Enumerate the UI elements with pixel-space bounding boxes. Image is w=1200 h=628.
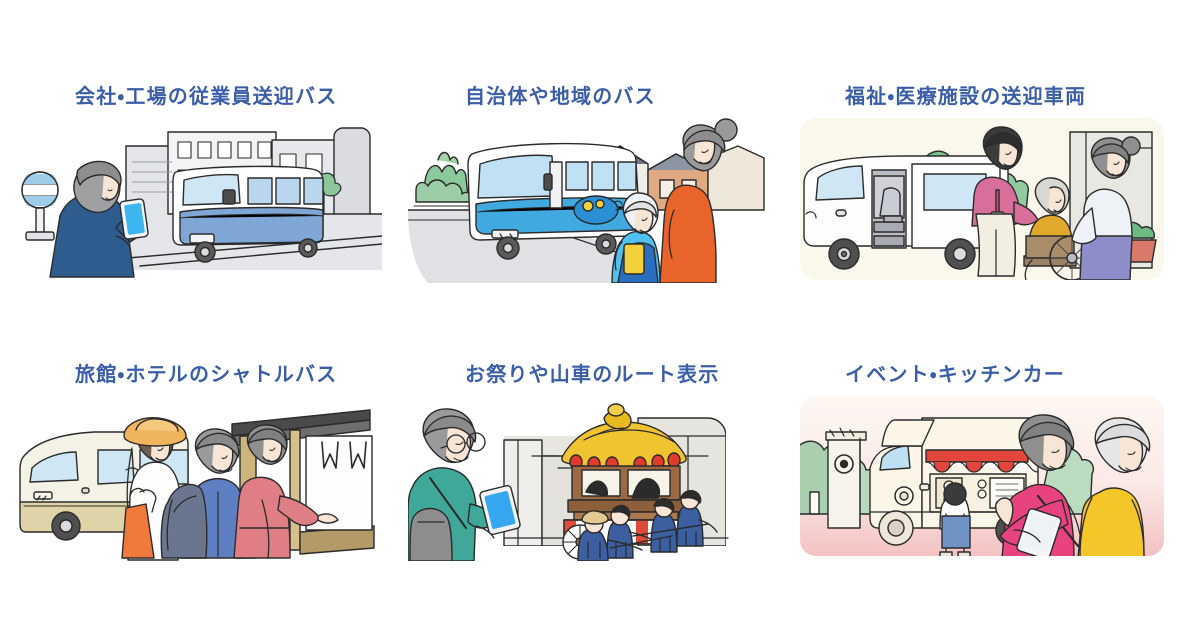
illustration-hotel-shuttle-van-with-guests-and-kimono-staff [18, 396, 382, 561]
card-title: 福祉・医療施設の送迎車両 [845, 84, 1087, 108]
illustration-svg [800, 118, 1164, 280]
use-case-card-company-factory-shuttle: 会社・工場の従業員送迎バス [0, 62, 400, 340]
card-title: 会社・工場の従業員送迎バス [75, 84, 338, 108]
use-case-card-welfare-medical-vehicle: 福祉・医療施設の送迎車両 [800, 62, 1200, 340]
card-title: 旅館・ホテルのシャトルバス [75, 362, 338, 386]
card-title: イベント・キッチンカー [845, 362, 1065, 386]
illustration-svg [408, 118, 765, 283]
illustration-svg [800, 396, 1164, 556]
card-grid: 会社・工場の従業員送迎バス [0, 62, 1200, 618]
use-case-card-festival-float-route: お祭りや山車のルート表示 [400, 340, 800, 618]
illustration-svg [408, 403, 729, 561]
illustration-food-truck-at-event [800, 396, 1164, 561]
illustration-svg [19, 409, 375, 561]
illustration-festival-dashi-float-route [408, 396, 772, 561]
illustration-svg [21, 127, 382, 278]
illustration-community-bus-with-parent-and-child [408, 118, 772, 283]
card-title: 自治体や地域のバス [465, 84, 656, 108]
illustration-businessman-checking-phone-at-bus-stop [18, 118, 382, 283]
illustration-welfare-van-with-caregiver-and-wheelchair-user [800, 118, 1164, 283]
use-case-card-municipal-community-bus: 自治体や地域のバス [400, 62, 800, 340]
card-title: お祭りや山車のルート表示 [465, 362, 720, 386]
use-case-card-ryokan-hotel-shuttle: 旅館・ホテルのシャトルバス [0, 340, 400, 618]
use-case-card-event-kitchen-car: イベント・キッチンカー [800, 340, 1200, 618]
